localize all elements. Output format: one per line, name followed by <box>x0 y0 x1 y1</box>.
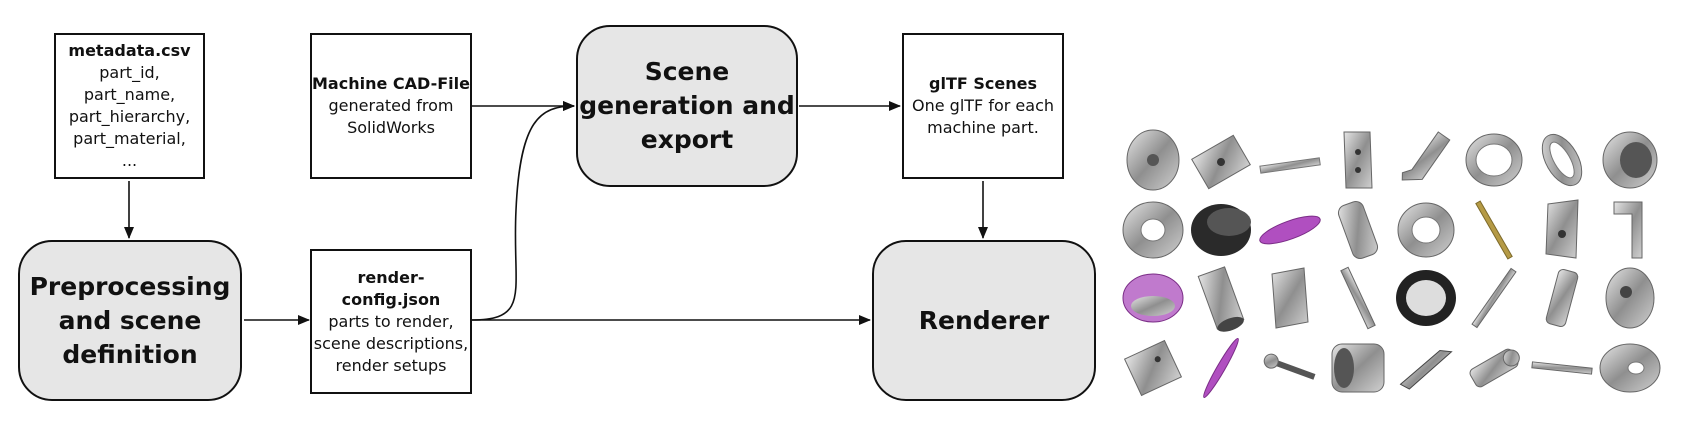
bushing-icon <box>1331 343 1385 393</box>
plate-icon <box>1545 199 1579 259</box>
ring-icon <box>1465 133 1523 187</box>
render-config-line: scene descriptions, <box>313 333 469 353</box>
renderer-process: Renderer <box>872 240 1096 401</box>
clip-icon <box>1401 131 1451 181</box>
metadata-csv-line: ... <box>121 151 138 170</box>
metal-disc-icon <box>1126 129 1180 191</box>
pink-blade-icon <box>1203 337 1239 399</box>
arrow-render-config-to-scene-generation <box>471 101 575 321</box>
preprocessing-label-line: Preprocessing <box>29 271 231 301</box>
render-config-line: parts to render, <box>328 311 454 331</box>
pin-icon <box>1340 266 1376 330</box>
gltf-scenes-title: glTF Scenes <box>929 74 1037 93</box>
ring-icon <box>1541 133 1583 187</box>
gltf-scenes-line: One glTF for each <box>912 96 1054 115</box>
washer-icon <box>1397 202 1455 258</box>
sleeve-icon <box>1602 131 1658 189</box>
gltf-scenes-box: glTF Scenes One glTF for each machine pa… <box>902 33 1064 179</box>
tube-icon <box>1197 266 1245 332</box>
small-rod-icon <box>1531 361 1593 375</box>
gold-rod-icon <box>1475 200 1513 260</box>
scene-generation-process: Scene generation and export <box>576 25 798 187</box>
key-icon <box>1263 353 1316 380</box>
preprocessing-label-line: and scene <box>58 305 202 335</box>
scene-generation-label-line: Scene <box>644 57 730 86</box>
preprocessing-process: Preprocessing and scene definition <box>18 240 242 401</box>
washer-icon <box>1122 201 1184 259</box>
pink-disc-icon <box>1259 215 1321 245</box>
cylinder-icon <box>1337 200 1379 260</box>
fitting-icon <box>1469 348 1520 388</box>
machine-cad-file-line: SolidWorks <box>347 118 435 137</box>
block-icon <box>1271 267 1309 329</box>
render-config-line: render setups <box>335 355 447 375</box>
machine-cad-file-line: generated from <box>328 96 454 115</box>
pink-dome-icon <box>1122 273 1184 323</box>
gltf-scenes-line: machine part. <box>927 118 1039 137</box>
metadata-csv-line: part_id, <box>99 63 160 82</box>
metadata-csv-line: part_hierarchy, <box>68 107 191 126</box>
blade-icon <box>1399 349 1453 390</box>
disc-ring-icon <box>1599 343 1661 393</box>
render-config-box: render-config.json parts to render, scen… <box>310 249 472 394</box>
render-config-title: render-config.json <box>341 267 441 309</box>
metadata-csv-box: metadata.csv part_id, part_name, part_hi… <box>54 33 205 179</box>
rendered-parts-gallery <box>1122 129 1661 399</box>
metal-block-icon <box>1191 134 1251 190</box>
scene-generation-label-line: export <box>640 125 734 154</box>
black-ring-icon <box>1396 270 1456 326</box>
machine-cad-file-title: Machine CAD-File <box>312 74 470 93</box>
bracket-icon <box>1343 131 1373 189</box>
preprocessing-label-line: definition <box>62 339 198 369</box>
nozzle-icon <box>1545 268 1579 328</box>
knob-icon <box>1605 267 1655 329</box>
block-icon <box>1123 339 1183 397</box>
metadata-csv-title: metadata.csv <box>68 41 191 60</box>
thin-rod-icon <box>1259 157 1321 174</box>
angle-bracket-icon <box>1613 201 1643 259</box>
scene-generation-label-line: generation and <box>579 91 795 120</box>
metadata-csv-line: part_name, <box>83 85 176 104</box>
metadata-csv-line: part_material, <box>73 129 186 148</box>
renderer-label-line: Renderer <box>918 305 1050 335</box>
machine-cad-file-box: Machine CAD-File generated from SolidWor… <box>310 33 472 179</box>
long-rod-icon <box>1471 267 1517 329</box>
black-cylinder-icon <box>1191 204 1251 256</box>
